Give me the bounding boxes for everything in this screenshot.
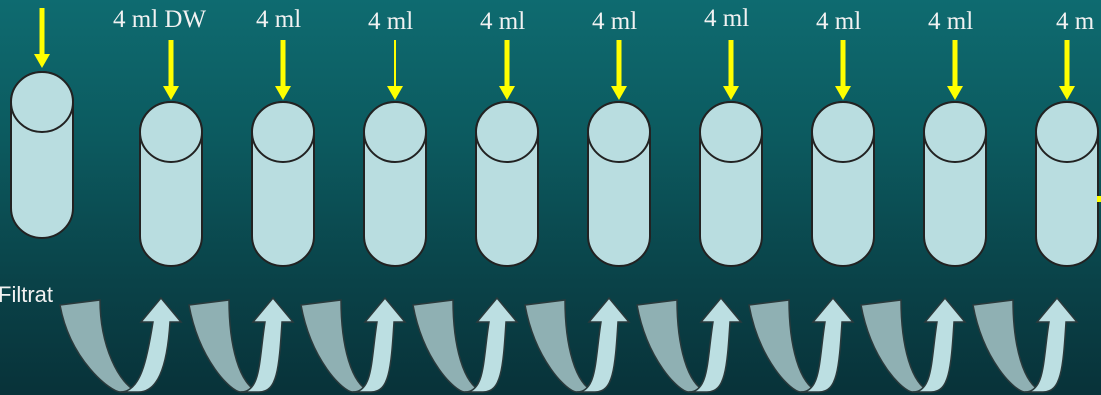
columns [11,72,1098,266]
recycle-arrow-tail [60,300,139,392]
column-top [252,102,314,162]
column-top [476,102,538,162]
input-arrow-head [387,86,403,100]
filtrat-label: Filtrat [0,282,53,307]
recycle-arrow-head [121,298,182,392]
recycle-arrow-head [241,298,293,392]
input-arrow-head [163,86,179,100]
dose-label: 4 ml [704,5,749,32]
output-arrow-fragment [1097,196,1101,202]
dose-label: 4 ml [480,8,525,35]
input-arrow-head [499,86,515,100]
column-top [700,102,762,162]
recycle-arrow-tail [973,300,1043,392]
recycle-arrow-tail [413,300,483,392]
input-arrow-head [947,86,963,100]
recycle-arrow-head [577,298,629,392]
column-top [924,102,986,162]
dose-labels: 4 ml DW 4 ml 4 ml 4 ml 4 ml 4 ml 4 ml 4 ml 4 m [113,5,1095,35]
recycle-arrow-tail [189,300,259,392]
dose-label: 4 ml [816,8,861,35]
recycle-arrow-tail [749,300,819,392]
dose-label: 4 ml [368,8,413,35]
dose-label: 4 ml DW [113,6,206,33]
recycle-arrows [60,298,1077,392]
dose-label: 4 m [1056,8,1095,35]
dose-label: 4 ml [256,6,301,33]
column-top [140,102,202,162]
dose-label: 4 ml [592,8,637,35]
input-arrow-head [611,86,627,100]
recycle-arrow-head [353,298,405,392]
recycle-arrow-head [1025,298,1077,392]
recycle-arrow-head [465,298,517,392]
input-arrow-head [1059,86,1075,100]
dose-label: 4 ml [928,8,973,35]
column-top [812,102,874,162]
input-arrow-head [275,86,291,100]
column-top [11,72,73,132]
column-top [1036,102,1098,162]
input-arrow-head [34,54,50,68]
recycle-arrow-tail [525,300,595,392]
input-arrow-head [835,86,851,100]
recycle-arrow-tail [637,300,707,392]
recycle-arrow-tail [861,300,931,392]
input-arrow-head [723,86,739,100]
column-top [588,102,650,162]
column-top [364,102,426,162]
recycle-arrow-head [913,298,965,392]
recycle-arrow-head [689,298,741,392]
recycle-arrow-tail [301,300,371,392]
recycle-arrow-head [801,298,853,392]
